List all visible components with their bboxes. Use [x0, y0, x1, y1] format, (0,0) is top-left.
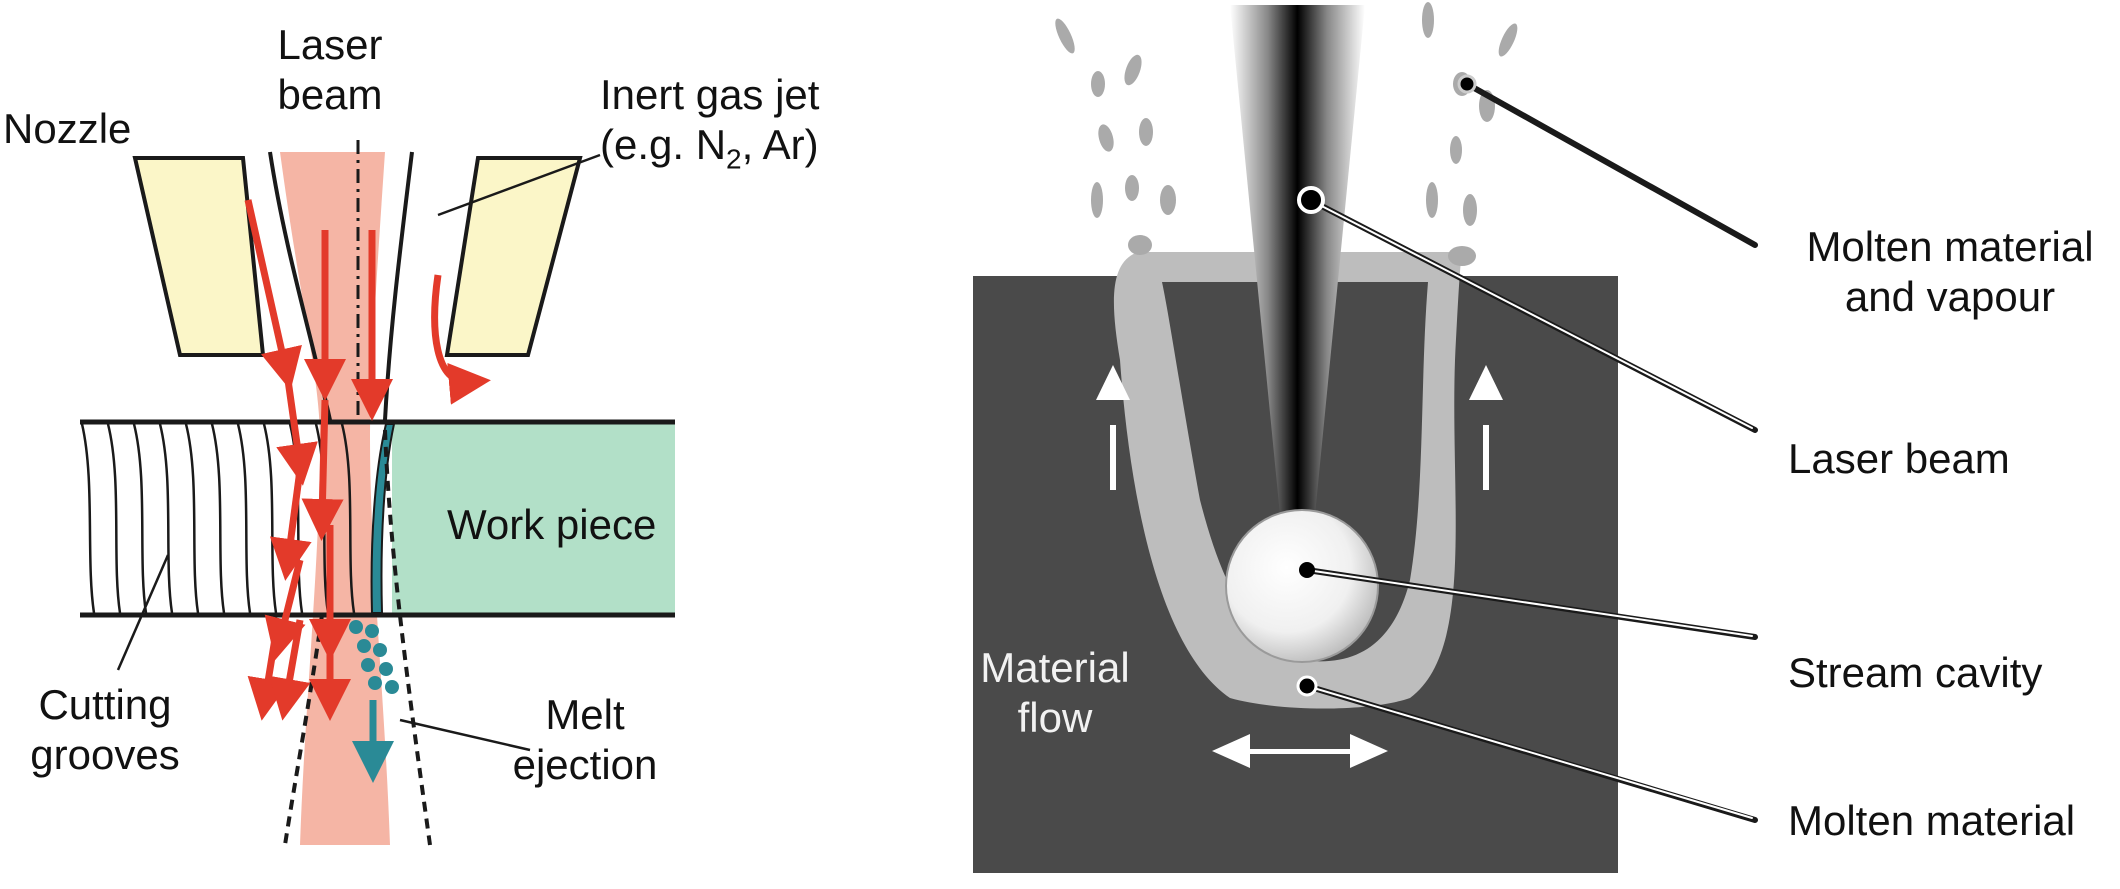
left-cutting-diagram — [80, 140, 675, 846]
molten-material-vapour-label: Molten material and vapour — [1806, 223, 2094, 320]
stream-cavity-ball — [1225, 509, 1379, 663]
melt-ejection-leader — [399, 718, 531, 752]
right-leaders — [1304, 81, 1758, 823]
nozzle-inner-wall-right — [383, 151, 414, 421]
beam-boundary-dashed-right — [383, 429, 432, 846]
work-piece-label: Work piece — [447, 501, 657, 548]
nozzle-right — [444, 156, 583, 357]
laser-beam-label-left: Laser beam — [277, 21, 383, 118]
cutting-grooves — [80, 423, 356, 614]
spatter-right — [1422, 2, 1518, 266]
stream-cavity-label: Stream cavity — [1788, 649, 2043, 696]
material-flow-label: Material flow — [980, 644, 1130, 741]
work-piece — [392, 422, 675, 615]
right-keyhole-diagram — [973, 2, 1758, 873]
melt-droplets — [349, 620, 399, 694]
cutting-grooves-label: Cutting grooves — [30, 681, 180, 778]
molten-material-label: Molten material — [1788, 797, 2076, 844]
melt-ejection-label: Melt ejection — [512, 691, 658, 788]
nozzle-label: Nozzle — [3, 105, 132, 152]
nozzle-left — [132, 156, 266, 357]
material-flow-arrows — [1096, 365, 1503, 768]
laser-beam-cone — [1230, 5, 1365, 515]
beam-boundary-dashed-left — [283, 614, 324, 846]
laser-beam-label-right: Laser beam — [1788, 435, 2010, 482]
gas-flow-arrows — [244, 199, 491, 721]
inert-gas-leader — [437, 153, 601, 217]
inert-gas-jet-label: Inert gas jet (e.g. N2, Ar) — [600, 71, 820, 175]
cutting-grooves-leader — [116, 554, 170, 671]
spatter-left — [1055, 18, 1176, 255]
leader-dots — [1296, 74, 1477, 697]
